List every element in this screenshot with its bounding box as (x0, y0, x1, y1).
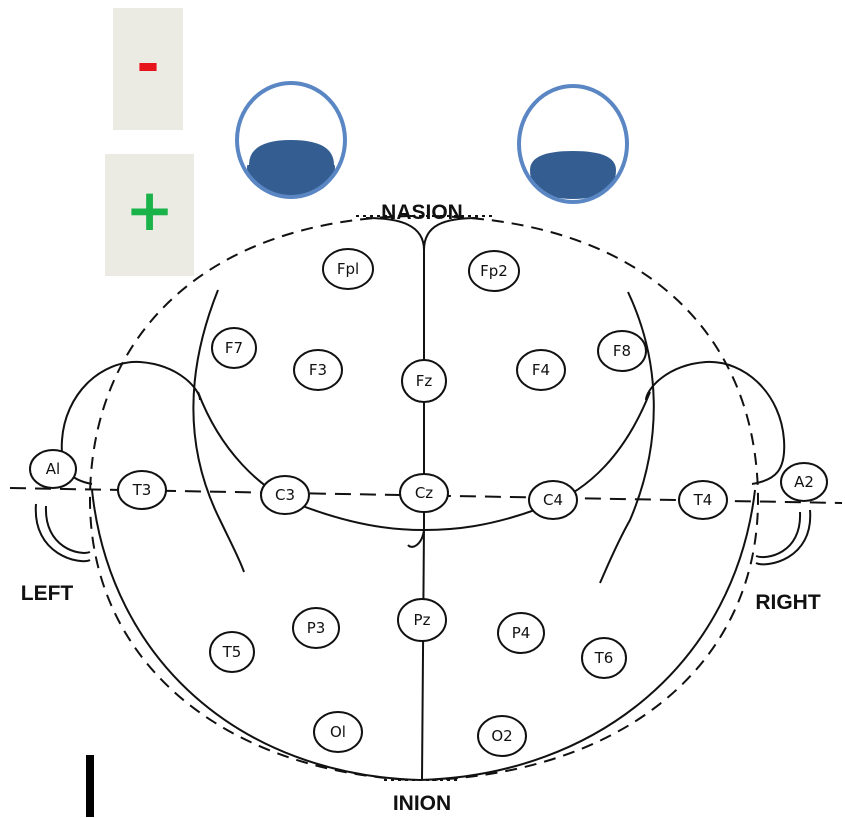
electrode-label-fp1: Fpl (337, 260, 359, 278)
electrode-label-fz: Fz (416, 372, 433, 390)
electrode-label-o2: O2 (491, 727, 512, 745)
electrode-label-t5: T5 (222, 643, 242, 661)
zoom-out-button[interactable]: - (113, 8, 183, 130)
electrode-ring (597, 330, 647, 372)
electrode-ring (581, 637, 627, 679)
electrode-label-t3: T3 (132, 481, 152, 499)
electrode-ring (780, 462, 828, 502)
left-label: LEFT (21, 582, 74, 605)
electrode-ring (497, 612, 545, 654)
electrode-o1: Ol (313, 711, 363, 753)
electrode-ring (399, 473, 449, 513)
electrode-label-c4: C4 (543, 491, 563, 509)
electrode-a1: Al (29, 449, 77, 489)
electrode-fp2: Fp2 (468, 250, 520, 292)
electrode-label-t6: T6 (594, 649, 614, 667)
nasion-label: NASION (381, 201, 463, 224)
electrode-label-cz: Cz (415, 484, 433, 502)
electrode-ring (322, 248, 374, 290)
electrode-t6: T6 (581, 637, 627, 679)
midline (365, 217, 479, 781)
electrode-label-a1: Al (46, 460, 60, 478)
electrode-a2: A2 (780, 462, 828, 502)
electrode-t4: T4 (678, 480, 728, 520)
electrode-label-f3: F3 (309, 361, 327, 379)
electrode-ring (29, 449, 77, 489)
electrode-ring (292, 607, 340, 649)
electrode-label-c3: C3 (275, 486, 295, 504)
electrode-c4: C4 (528, 480, 578, 520)
electrode-f4: F4 (516, 349, 566, 391)
electrode-ring (528, 480, 578, 520)
left-ear (60, 360, 201, 485)
electrode-p4: P4 (497, 612, 545, 654)
electrode-o2: O2 (477, 715, 527, 757)
electrode-label-p4: P4 (512, 624, 531, 642)
head-outline-dashed-right (431, 215, 760, 781)
electrode-ring (401, 359, 447, 403)
electrode-label-pz: Pz (414, 611, 431, 629)
electrode-p3: P3 (292, 607, 340, 649)
right-ear (645, 360, 786, 485)
zoom-in-button[interactable]: + (105, 154, 194, 276)
electrode-ring (397, 598, 447, 642)
electrode-label-f4: F4 (532, 361, 550, 379)
electrode-ring (117, 470, 167, 510)
electrode-c3: C3 (260, 475, 310, 515)
electrode-label-t4: T4 (693, 491, 713, 509)
right-eye-icon (517, 84, 629, 204)
electrode-f8: F8 (597, 330, 647, 372)
electrode-cz: Cz (399, 473, 449, 513)
electrode-ring (293, 349, 343, 391)
scale-bar (86, 755, 94, 817)
electrode-ring (516, 349, 566, 391)
inion-label: INION (393, 792, 451, 815)
electrode-label-p3: P3 (307, 619, 326, 637)
electrode-label-fp2: Fp2 (480, 262, 508, 280)
electrode-fz: Fz (401, 359, 447, 403)
left-temporal-arc (192, 289, 245, 573)
electrode-ring (678, 480, 728, 520)
electrode-fp1: Fpl (322, 248, 374, 290)
midline-extra (310, 530, 540, 800)
right-label: RIGHT (755, 591, 821, 614)
electrode-f7: F7 (211, 327, 257, 369)
electrode-ring (260, 475, 310, 515)
head-outline-dashed-left (88, 215, 413, 781)
electrode-f3: F3 (293, 349, 343, 391)
electrode-label-a2: A2 (794, 473, 814, 491)
plus-icon: + (125, 176, 174, 244)
electrode-t5: T5 (209, 631, 255, 673)
electrode-t3: T3 (117, 470, 167, 510)
electrode-ring (477, 715, 527, 757)
electrode-ring (209, 631, 255, 673)
minus-icon: - (136, 32, 160, 97)
electrode-ring (211, 327, 257, 369)
electrode-pz: Pz (397, 598, 447, 642)
electrode-label-o1: Ol (330, 723, 346, 741)
electrode-label-f8: F8 (613, 342, 631, 360)
electrode-label-f7: F7 (225, 339, 243, 357)
cz-junction (407, 529, 425, 548)
left-eye-icon (235, 81, 347, 199)
electrode-ring (313, 711, 363, 753)
electrode-ring (468, 250, 520, 292)
right-temporal-arc (599, 291, 655, 584)
right-ear-lobe (755, 509, 812, 566)
left-ear-lobe (34, 503, 91, 563)
